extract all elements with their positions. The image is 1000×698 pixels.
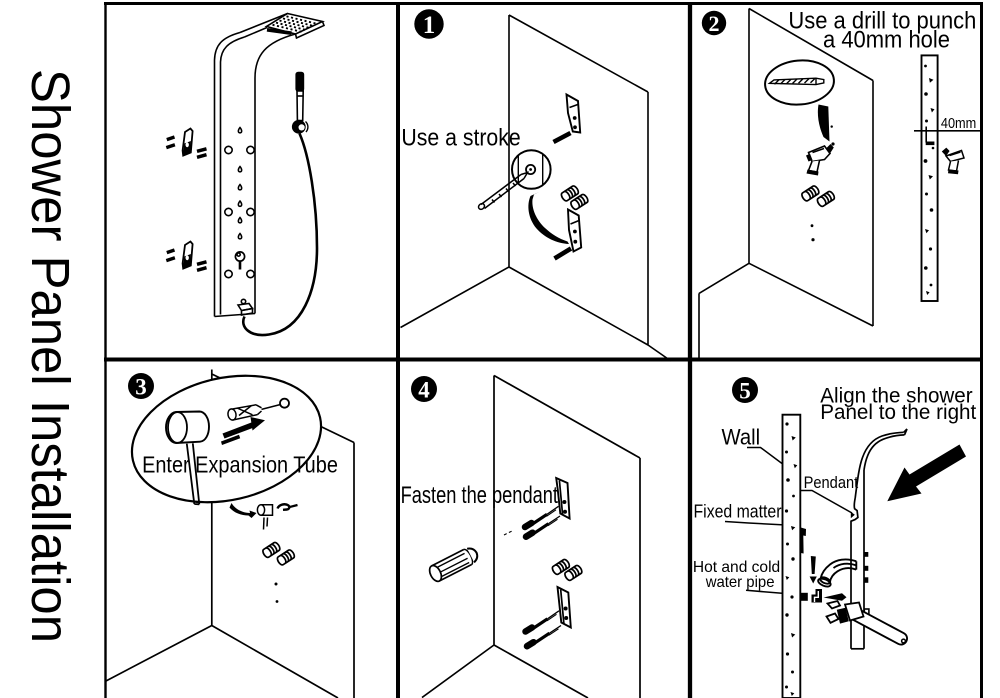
- svg-text:Align the shower: Align the shower: [820, 385, 972, 408]
- svg-text:Wall: Wall: [722, 424, 761, 449]
- svg-text:1: 1: [423, 12, 436, 39]
- svg-text:3: 3: [135, 375, 147, 400]
- svg-text:Pendant: Pendant: [804, 474, 859, 492]
- svg-text:Fasten the pendant: Fasten the pendant: [401, 482, 559, 509]
- svg-text:5: 5: [739, 379, 751, 404]
- svg-text:40mm: 40mm: [941, 116, 976, 132]
- svg-text:Fixed matter: Fixed matter: [694, 501, 782, 521]
- svg-text:Panel to the right: Panel to the right: [820, 401, 976, 424]
- svg-text:Shower Panel Installation: Shower Panel Installation: [20, 69, 80, 643]
- svg-text:water pipe: water pipe: [705, 574, 775, 591]
- svg-text:Use a drill to punch: Use a drill to punch: [788, 7, 976, 34]
- svg-text:Enter Expansion Tube: Enter Expansion Tube: [142, 451, 338, 477]
- svg-text:Use a stroke: Use a stroke: [401, 125, 520, 152]
- svg-text:4: 4: [418, 378, 430, 403]
- svg-text:Hot and cold: Hot and cold: [693, 559, 780, 576]
- svg-text:a 40mm hole: a 40mm hole: [823, 26, 950, 53]
- svg-text:2: 2: [709, 11, 720, 36]
